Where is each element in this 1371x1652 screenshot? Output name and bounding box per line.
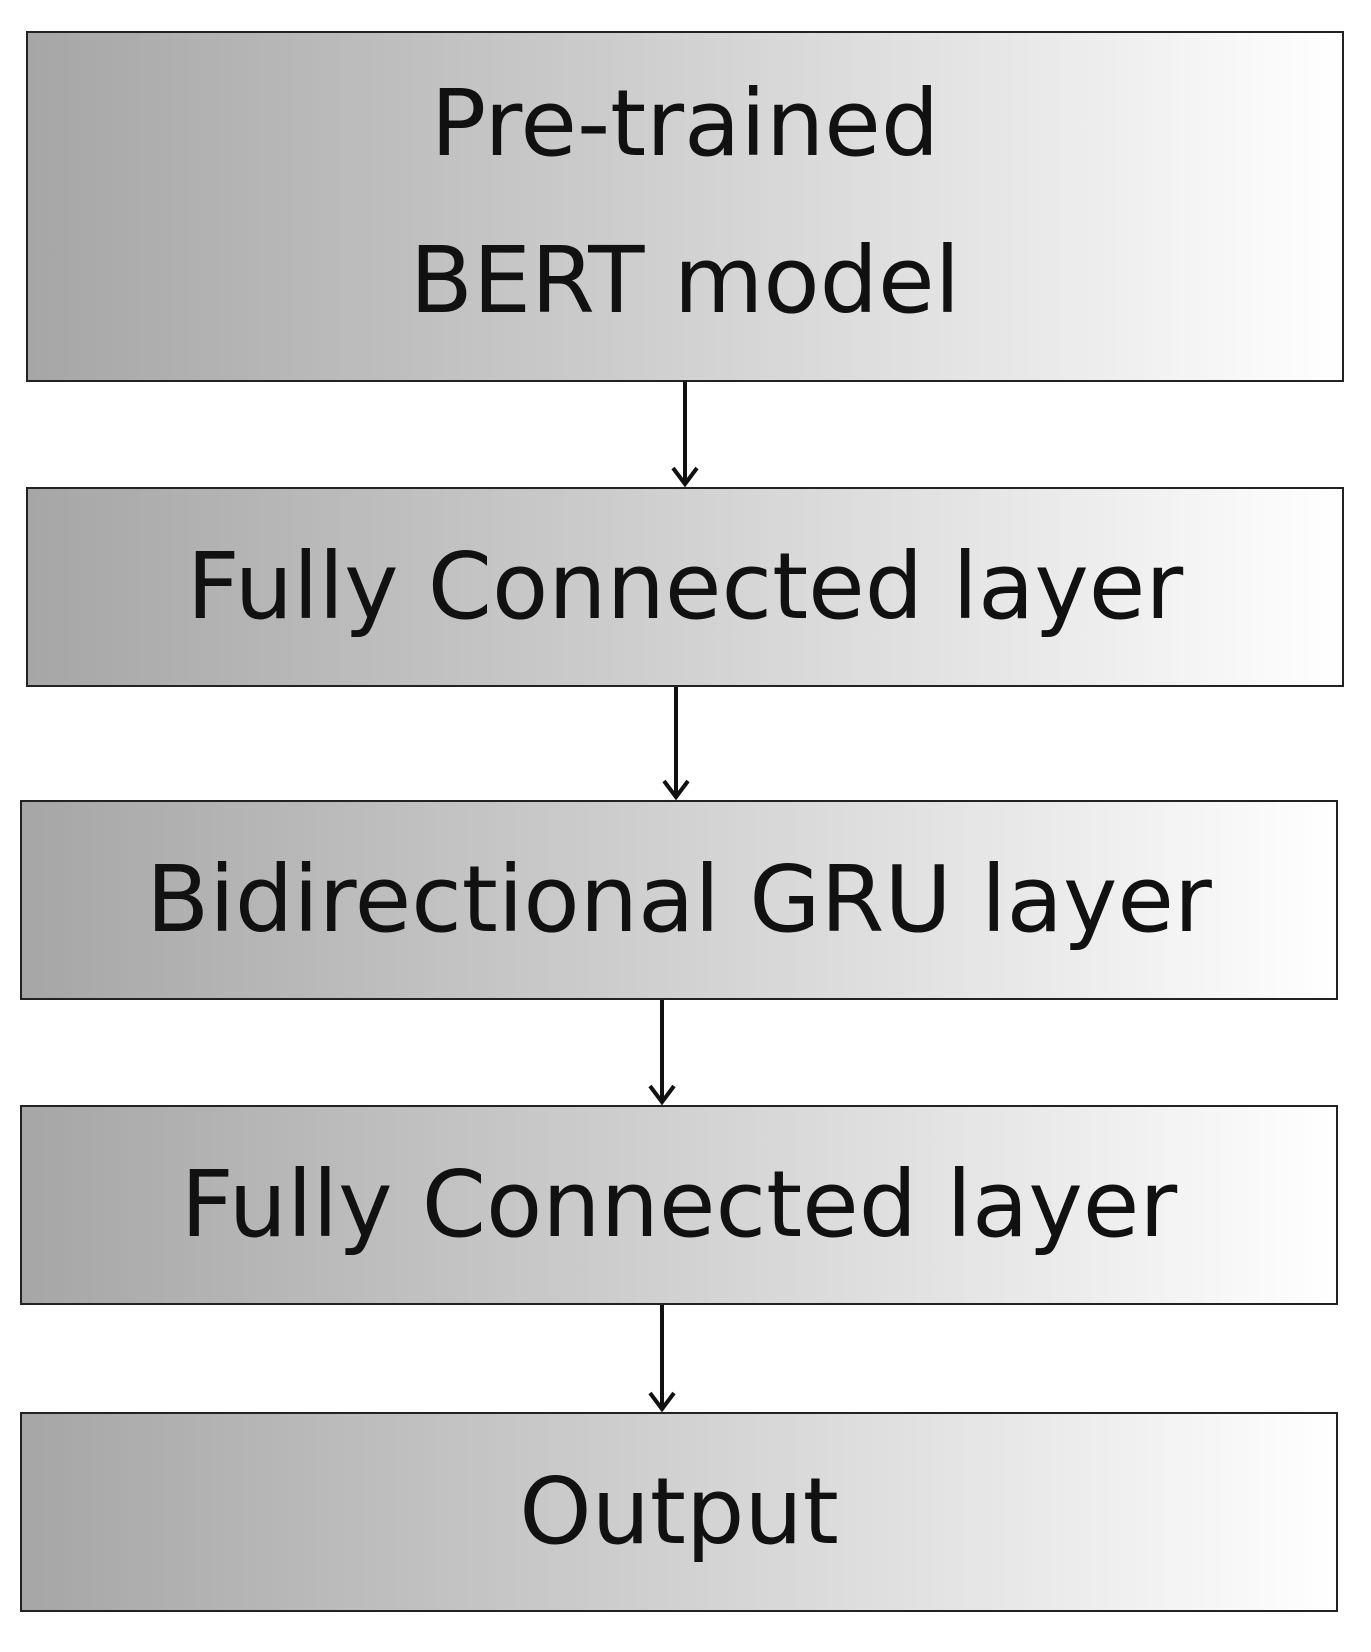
arrow-gru-to-fc2 — [648, 1000, 676, 1106]
arrow-fc2-to-output — [648, 1305, 676, 1413]
node-label-line: Pre-trained — [430, 70, 940, 178]
node-label: Output — [519, 1458, 839, 1566]
node-label: Fully Connected layer — [180, 1151, 1178, 1259]
node-bidirectional-gru: Bidirectional GRU layer — [20, 800, 1338, 1000]
node-label-line: BERT model — [409, 226, 961, 334]
node-fully-connected-2: Fully Connected layer — [20, 1105, 1338, 1305]
arrow-fc1-to-gru — [662, 687, 690, 801]
node-fully-connected-1: Fully Connected layer — [26, 487, 1344, 687]
node-pretrained-bert: Pre-trained BERT model — [26, 31, 1344, 382]
node-label: Bidirectional GRU layer — [146, 846, 1212, 954]
node-output: Output — [20, 1412, 1338, 1612]
arrow-bert-to-fc1 — [671, 382, 699, 488]
node-label: Fully Connected layer — [186, 533, 1184, 641]
